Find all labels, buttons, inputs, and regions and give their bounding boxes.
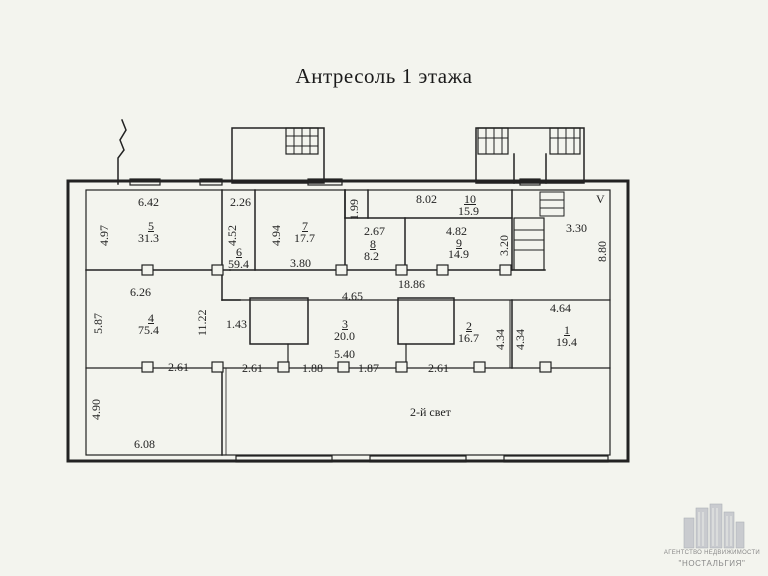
- dim-3-80: 3.80: [290, 256, 311, 270]
- room-3-area: 20.0: [334, 329, 355, 343]
- top-annex-right: [475, 127, 585, 184]
- dim-4-64: 4.64: [550, 301, 571, 315]
- dim-1-87: 1.87: [358, 361, 379, 375]
- logo-line1: АГЕНТСТВО НЕДВИЖИМОСТИ: [663, 550, 761, 556]
- room-2-area: 16.7: [458, 331, 479, 345]
- void-label: 2-й свет: [410, 405, 451, 419]
- dim-2-26: 2.26: [230, 195, 251, 209]
- plan-title: Антресоль 1 этажа: [295, 64, 473, 88]
- room-1-num: 1: [564, 323, 570, 337]
- dim-8-02: 8.02: [416, 192, 437, 206]
- dim-3-30: 3.30: [566, 221, 587, 235]
- room-9-area: 14.9: [448, 247, 469, 261]
- dim-2-67: 2.67: [364, 224, 385, 238]
- room-10-num: 10: [464, 192, 476, 206]
- dim-4-94: 4.94: [269, 225, 283, 246]
- stair-right-b: [549, 127, 581, 155]
- room-2-num: 2: [466, 319, 472, 333]
- room-4-area: 75.4: [138, 323, 159, 337]
- dim-4-34-b: 4.34: [513, 329, 527, 350]
- room-5-area: 31.3: [138, 231, 159, 245]
- buildings-icon: [683, 503, 745, 549]
- dim-8-80: 8.80: [595, 241, 609, 262]
- room-3-num: 3: [342, 317, 348, 331]
- logo-line2: "НОСТАЛЬГИЯ": [678, 559, 746, 568]
- outer-wall: [66, 179, 630, 463]
- stair-right-a: [477, 127, 509, 155]
- dim-18-86: 18.86: [398, 277, 425, 291]
- room-6-area: 59.4: [228, 257, 249, 271]
- room-9-num: 9: [456, 236, 462, 250]
- dim-5-40: 5.40: [334, 347, 355, 361]
- agency-logo: АГЕНТСТВО НЕДВИЖИМОСТИ "НОСТАЛЬГИЯ": [662, 500, 762, 572]
- room-8-num: 8: [370, 237, 376, 251]
- dim-4-52: 4.52: [225, 225, 239, 246]
- dim-1-43: 1.43: [226, 317, 247, 331]
- room-7-area: 17.7: [294, 231, 315, 245]
- dim-4-90: 4.90: [89, 399, 103, 420]
- room-8-area: 8.2: [364, 249, 379, 263]
- room-1-area: 19.4: [556, 335, 577, 349]
- dim-4-65: 4.65: [342, 289, 363, 303]
- room-4-num: 4: [148, 311, 154, 325]
- dim-4-82: 4.82: [446, 224, 467, 238]
- dim-3-20: 3.20: [497, 235, 511, 256]
- column-right: [397, 297, 455, 345]
- dim-6-08: 6.08: [134, 437, 155, 451]
- letter-v: V: [596, 192, 605, 206]
- room-6-num: 6: [236, 245, 242, 259]
- dim-6-26: 6.26: [130, 285, 151, 299]
- dim-1-99: 1.99: [347, 199, 361, 220]
- dim-2-61-c: 2.61: [428, 361, 449, 375]
- inner-wall-line: [85, 189, 611, 456]
- room-10-area: 15.9: [458, 204, 479, 218]
- room-7-num: 7: [302, 219, 308, 233]
- dim-5-87: 5.87: [91, 313, 105, 334]
- stair-block: [513, 217, 545, 271]
- vent-pipe: [117, 119, 127, 185]
- dim-2-61-a: 2.61: [168, 360, 189, 374]
- top-annex-left: [231, 127, 325, 184]
- dim-2-61-b: 2.61: [242, 361, 263, 375]
- small-stair: [539, 191, 565, 217]
- room-5-num: 5: [148, 219, 154, 233]
- dim-11-22: 11.22: [195, 309, 209, 336]
- dim-6-42: 6.42: [138, 195, 159, 209]
- column-left: [249, 297, 309, 345]
- dim-4-97: 4.97: [97, 225, 111, 246]
- dim-4-34-a: 4.34: [493, 329, 507, 350]
- dim-1-88: 1.88: [302, 361, 323, 375]
